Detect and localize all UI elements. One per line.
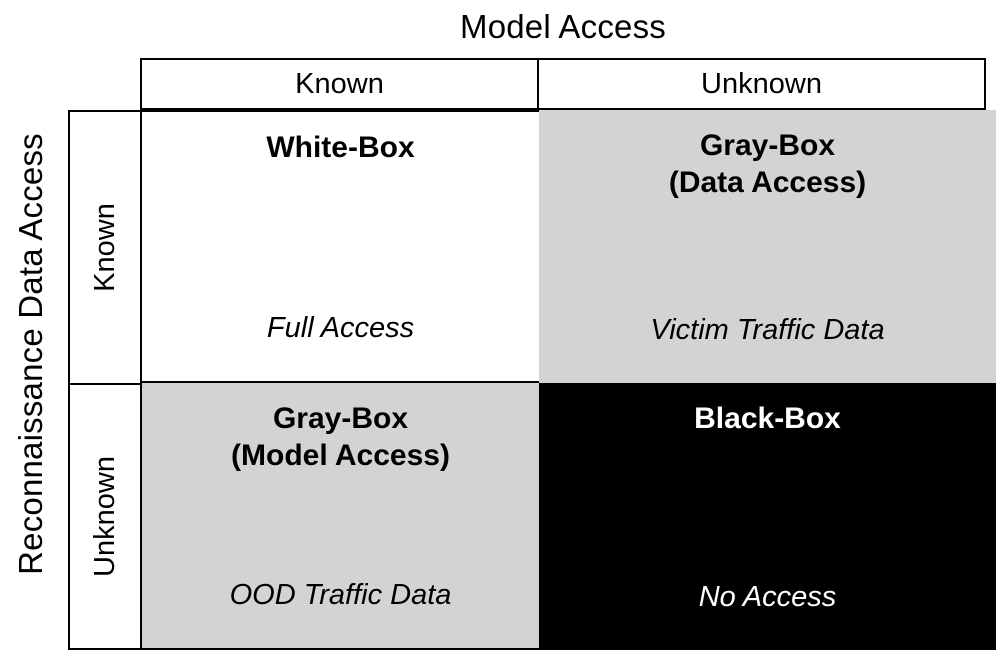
matrix-cell-gray-box-data-access-title-line1: Gray-Box	[699, 129, 836, 162]
matrix-cell-gray-box-model-access-title-line1: Gray-Box	[272, 402, 409, 435]
column-header-row: Known Unknown	[140, 58, 986, 110]
matrix-cell-white-box-title-line1: White-Box	[266, 131, 415, 164]
column-axis-title-text: Model Access	[460, 8, 666, 45]
row-header-known: Known	[70, 112, 140, 385]
column-header-known: Known	[142, 60, 539, 108]
matrix-cell-gray-box-model-access-title: Gray-Box (Model Access)	[142, 401, 539, 474]
row-axis-title-text: Reconnaissance Data Access	[12, 133, 49, 575]
matrix-cell-gray-box-data-access-subtitle: Victim Traffic Data	[650, 314, 885, 346]
matrix-cell-white-box-title: White-Box	[142, 130, 539, 167]
column-axis-title: Model Access	[140, 2, 986, 52]
column-header-known-label: Known	[295, 67, 384, 100]
matrix-cell-black-box-title-line1: Black-Box	[694, 402, 841, 435]
matrix-cell-gray-box-data-access-title-line2: (Data Access)	[668, 165, 867, 199]
threat-model-matrix: White-Box Full Access Gray-Box (Data Acc…	[140, 110, 996, 650]
row-header-column: Known Unknown	[68, 110, 142, 650]
column-header-unknown: Unknown	[539, 60, 984, 108]
matrix-cell-gray-box-data-access: Gray-Box (Data Access) Victim Traffic Da…	[539, 110, 996, 383]
matrix-cell-white-box-subtitle: Full Access	[266, 312, 415, 344]
matrix-cell-gray-box-data-access-title: Gray-Box (Data Access)	[539, 128, 996, 201]
matrix-cell-gray-box-model-access: Gray-Box (Model Access) OOD Traffic Data	[140, 383, 539, 650]
row-header-unknown-label: Unknown	[88, 456, 121, 577]
matrix-cell-white-box: White-Box Full Access	[140, 110, 539, 383]
matrix-cell-black-box-title: Black-Box	[539, 401, 996, 438]
matrix-cell-gray-box-model-access-subtitle: OOD Traffic Data	[229, 579, 452, 611]
matrix-cell-black-box-subtitle: No Access	[698, 581, 837, 613]
column-header-unknown-label: Unknown	[701, 67, 822, 100]
row-axis-title: Reconnaissance Data Access	[0, 58, 62, 650]
matrix-cell-black-box: Black-Box No Access	[539, 383, 996, 650]
matrix-cell-gray-box-model-access-title-line2: (Model Access)	[231, 438, 450, 472]
row-header-known-label: Known	[88, 203, 121, 292]
row-header-unknown: Unknown	[70, 385, 140, 648]
